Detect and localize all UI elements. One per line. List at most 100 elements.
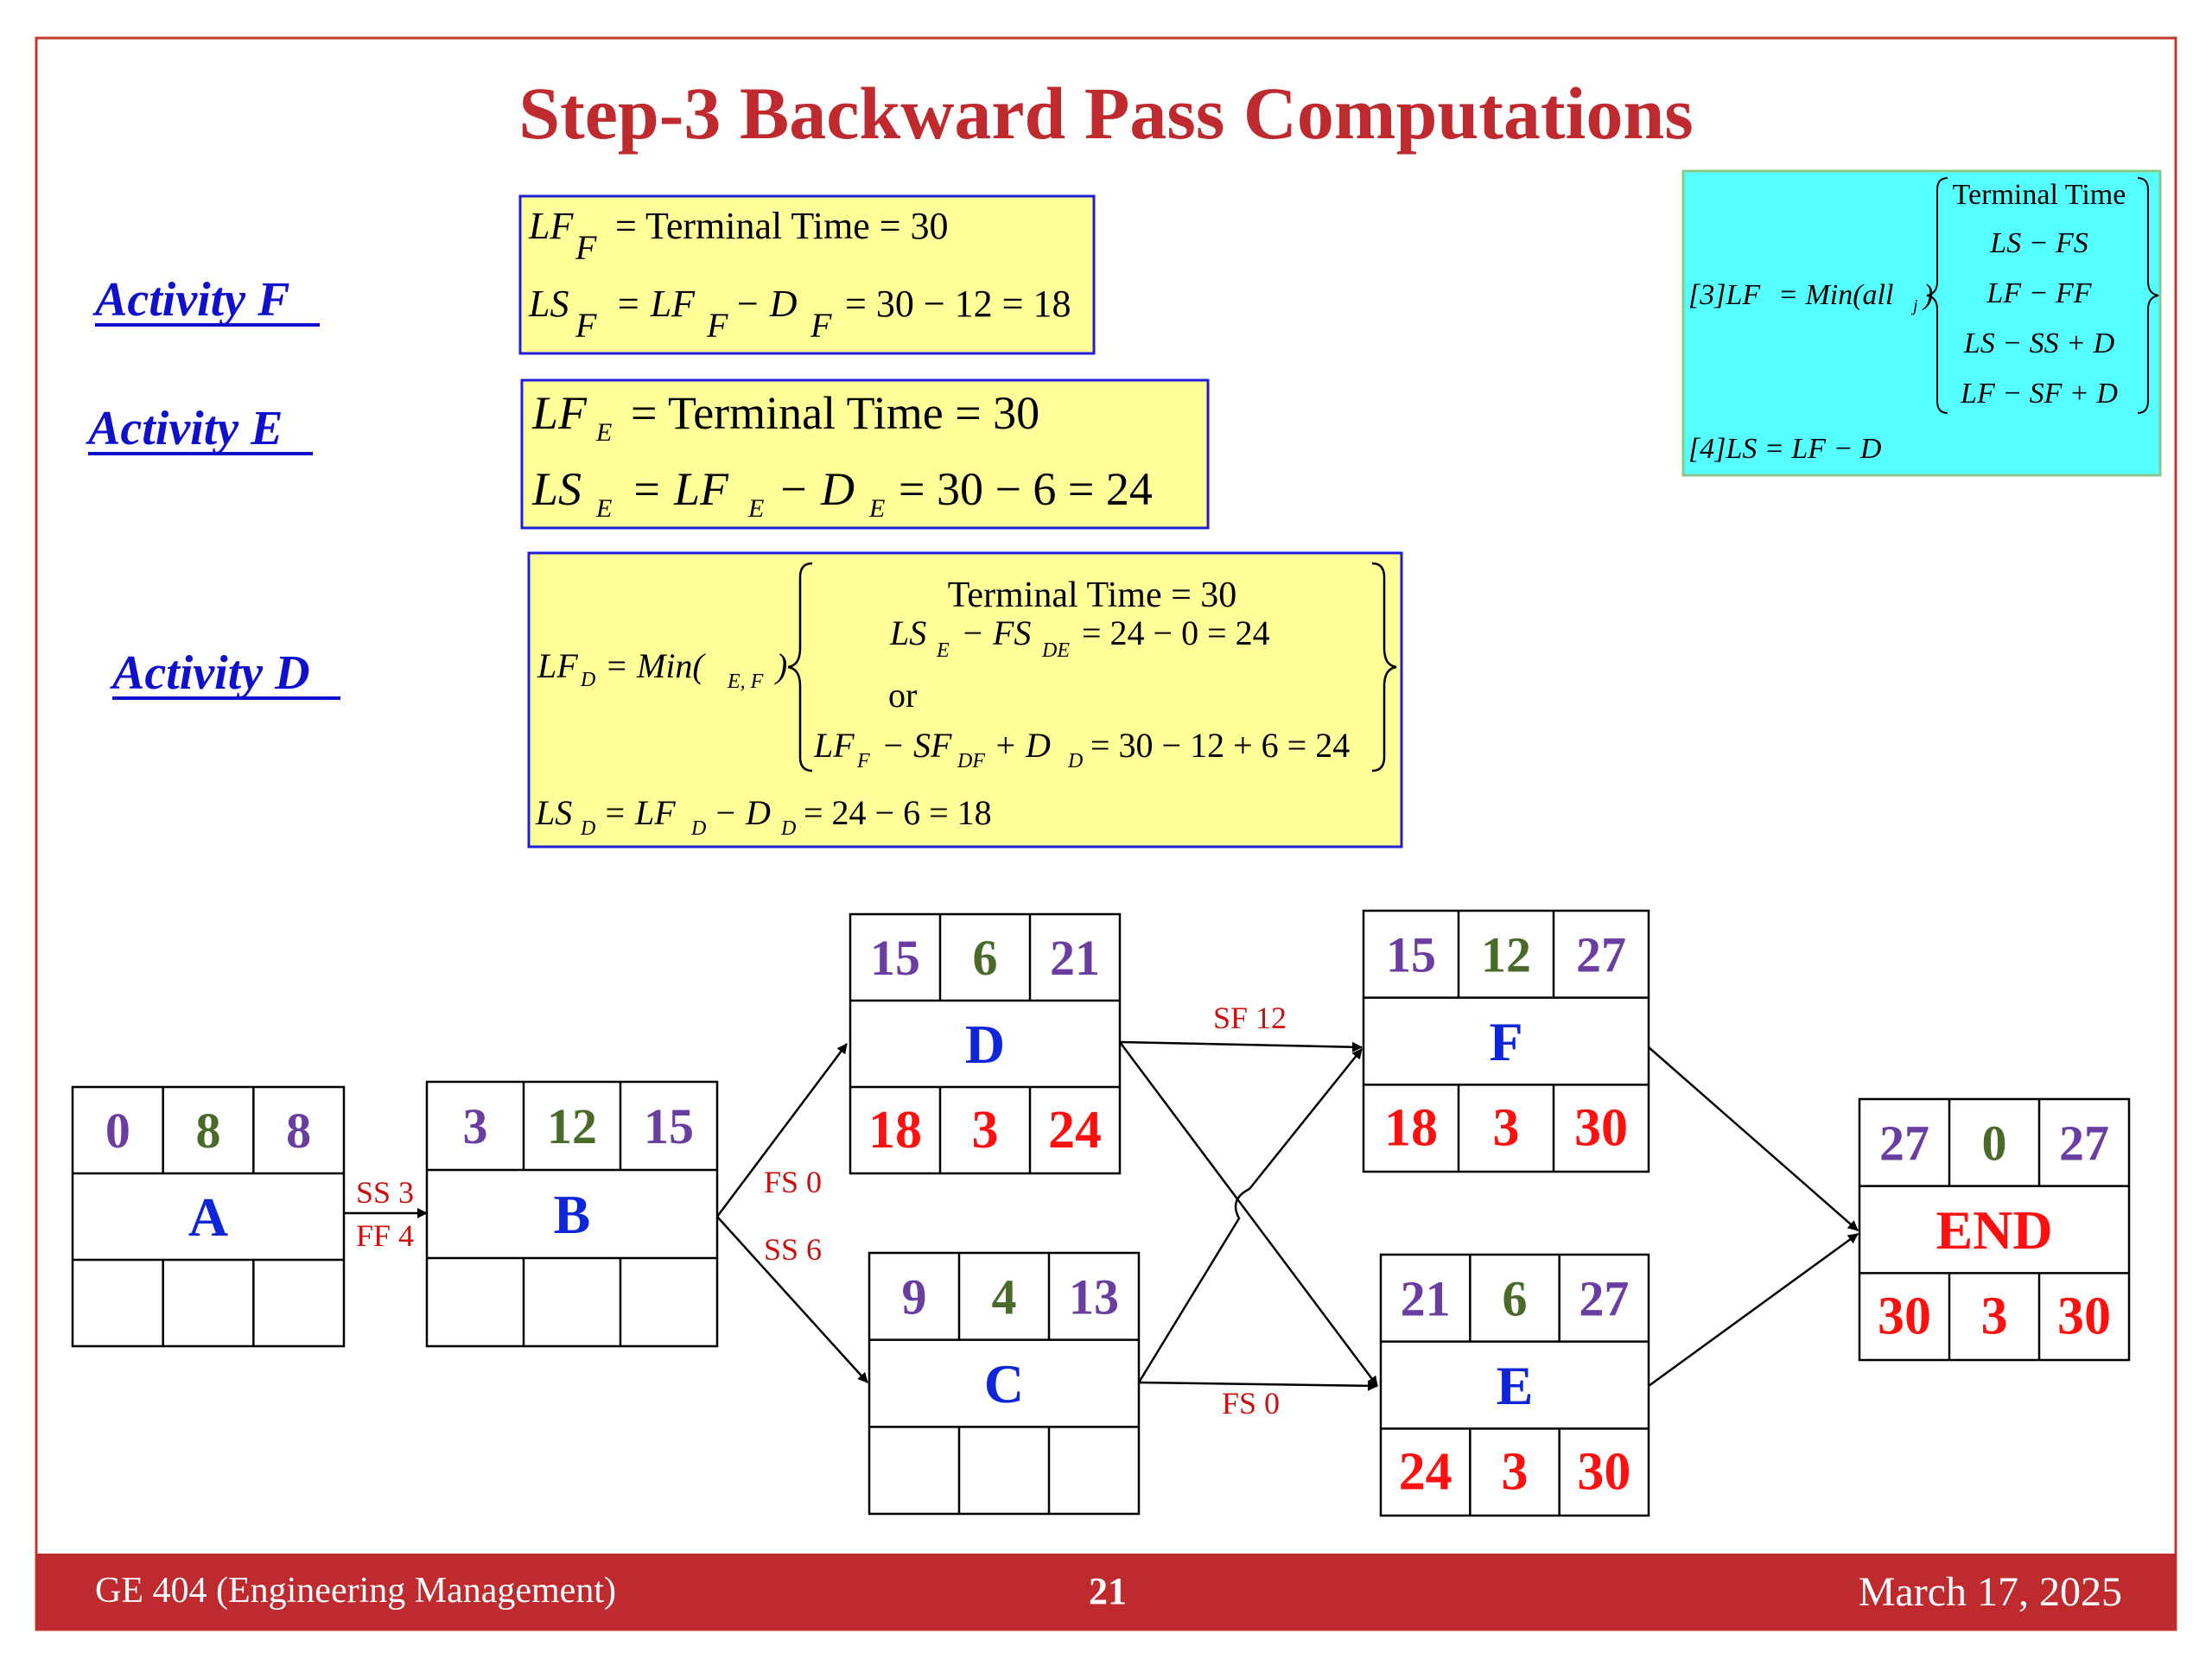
node-end-name: END bbox=[1936, 1199, 2052, 1261]
node-c-frame bbox=[868, 1251, 1141, 1516]
node-d-tf: 3 bbox=[972, 1101, 999, 1160]
svg-text:E: E bbox=[595, 494, 612, 523]
node-f-dur: 12 bbox=[1481, 926, 1531, 982]
node-f: 15 12 27 18 3 30 F bbox=[1362, 909, 1650, 1173]
formula-e-ls-mid: = LF bbox=[631, 463, 729, 515]
svg-text:LS: LS bbox=[531, 463, 582, 515]
formula-d-ls-mid: = LF bbox=[603, 793, 676, 832]
node-end-dur: 0 bbox=[1982, 1115, 2007, 1171]
activity-label-e[interactable]: Activity E bbox=[86, 402, 313, 455]
link-labels: SS 3 FF 4 FS 0 SS 6 SF 12 FS 0 bbox=[356, 1001, 1287, 1421]
activity-f-link[interactable]: Activity F bbox=[92, 273, 290, 327]
node-f-frame bbox=[1362, 909, 1650, 1173]
node-f-es: 15 bbox=[1386, 926, 1436, 982]
link-d-f bbox=[1119, 1040, 1363, 1052]
svg-text:DE: DE bbox=[1041, 639, 1070, 662]
node-end-lf: 30 bbox=[2057, 1287, 2111, 1346]
svg-text:E: E bbox=[936, 639, 950, 662]
formula-f-ls-minus: − D bbox=[734, 283, 798, 325]
formula-d-ls-value: = 24 − 6 = 18 bbox=[804, 793, 992, 832]
link-c-e bbox=[1138, 1380, 1378, 1391]
formula-d-brace-line4-a: − SF bbox=[881, 726, 952, 765]
right-brace bbox=[1371, 562, 1397, 772]
link-b-d bbox=[716, 1043, 848, 1217]
node-f-name: F bbox=[1489, 1011, 1522, 1072]
formula-d-brace-line2-a: − FS bbox=[961, 613, 1031, 652]
left-brace bbox=[787, 562, 813, 772]
svg-text:D: D bbox=[690, 817, 706, 840]
footer-page-number: 21 bbox=[1089, 1570, 1127, 1612]
svg-text:LF: LF bbox=[537, 646, 578, 685]
node-e-lf: 30 bbox=[1577, 1443, 1630, 1502]
legend-row-4: LF − SF + D bbox=[1960, 378, 2118, 410]
network-links bbox=[344, 1040, 1859, 1391]
svg-text:LS: LS bbox=[528, 283, 569, 325]
svg-text:LS: LS bbox=[889, 613, 926, 652]
link-ab-ff-label: FF 4 bbox=[356, 1218, 414, 1253]
svg-text:F: F bbox=[810, 306, 832, 345]
link-df-label: SF 12 bbox=[1213, 1001, 1287, 1035]
node-b-ef: 15 bbox=[644, 1098, 694, 1154]
link-bd-label: FS 0 bbox=[764, 1165, 822, 1199]
node-b-name: B bbox=[554, 1184, 591, 1245]
node-e-frame bbox=[1379, 1253, 1650, 1517]
svg-text:LF: LF bbox=[528, 205, 574, 247]
node-d-dur: 6 bbox=[973, 930, 998, 986]
node-f-tf: 3 bbox=[1493, 1099, 1520, 1158]
legend-right-brace bbox=[2137, 177, 2159, 414]
node-d-name: D bbox=[965, 1014, 1005, 1075]
footer-course: GE 404 (Engineering Management) bbox=[95, 1571, 616, 1611]
node-d-ls: 18 bbox=[868, 1101, 922, 1160]
svg-text:LS: LS bbox=[535, 793, 572, 832]
slide-title: Step-3 Backward Pass Computations bbox=[518, 72, 1693, 155]
legend-row-1: LS − FS bbox=[1989, 227, 2088, 259]
node-a-dur: 8 bbox=[196, 1103, 221, 1159]
link-e-end bbox=[1648, 1232, 1859, 1388]
link-bc-label: SS 6 bbox=[764, 1232, 822, 1267]
svg-text:F: F bbox=[575, 228, 597, 267]
svg-text:): ) bbox=[774, 646, 787, 685]
svg-text:DF: DF bbox=[957, 750, 985, 772]
formula-f-ls-value: = 30 − 12 = 18 bbox=[845, 283, 1071, 325]
node-c-name: C bbox=[984, 1353, 1024, 1414]
svg-text:j: j bbox=[1910, 296, 1918, 315]
formula-f-lf: = Terminal Time = 30 bbox=[615, 205, 949, 247]
formula-d-lf-lhs: = Min( bbox=[605, 646, 706, 685]
formula-d-lf-sub: E, F bbox=[727, 671, 764, 693]
svg-text:D: D bbox=[1067, 750, 1083, 772]
svg-text:F: F bbox=[706, 306, 728, 345]
svg-text:LF: LF bbox=[813, 726, 855, 765]
node-d-es: 15 bbox=[870, 930, 920, 986]
formula-d-brace-line4-c: = 30 − 12 + 6 = 24 bbox=[1090, 726, 1350, 765]
node-b-frame bbox=[425, 1080, 719, 1348]
svg-text:F: F bbox=[856, 750, 870, 772]
link-d-e bbox=[1118, 1041, 1379, 1387]
link-ab-ss-label: SS 3 bbox=[356, 1175, 414, 1210]
legend-rule4: [4]LS = LF − D bbox=[1688, 433, 1882, 465]
link-c-f bbox=[1137, 1048, 1363, 1383]
formula-e-ls-minus: − D bbox=[778, 463, 855, 515]
legend-rule3-mid: = Min(all bbox=[1778, 279, 1893, 311]
formula-d-brace-line4-b: + D bbox=[994, 726, 1051, 765]
link-f-end bbox=[1648, 1046, 1859, 1231]
activity-label-f[interactable]: Activity F bbox=[92, 273, 320, 327]
node-f-ef: 27 bbox=[1576, 926, 1626, 982]
legend-header: Terminal Time bbox=[1953, 179, 2126, 211]
activity-d-link[interactable]: Activity D bbox=[110, 646, 310, 700]
footer-date: March 17, 2025 bbox=[1859, 1569, 2122, 1615]
activity-e-link[interactable]: Activity E bbox=[86, 402, 283, 455]
node-f-lf: 30 bbox=[1574, 1099, 1628, 1158]
formula-e-ls-value: = 30 − 6 = 24 bbox=[899, 463, 1153, 515]
svg-text:E: E bbox=[747, 494, 764, 523]
node-c-ef: 13 bbox=[1069, 1268, 1119, 1325]
node-f-ls: 18 bbox=[1384, 1099, 1438, 1158]
legend-left-brace bbox=[1926, 177, 1948, 414]
formula-box-d: LF D = Min( E, F ) Terminal Time = 30 LS… bbox=[527, 551, 1403, 849]
activity-label-d[interactable]: Activity D bbox=[110, 646, 340, 700]
node-b-es: 3 bbox=[463, 1098, 488, 1154]
svg-text:F: F bbox=[575, 306, 597, 345]
